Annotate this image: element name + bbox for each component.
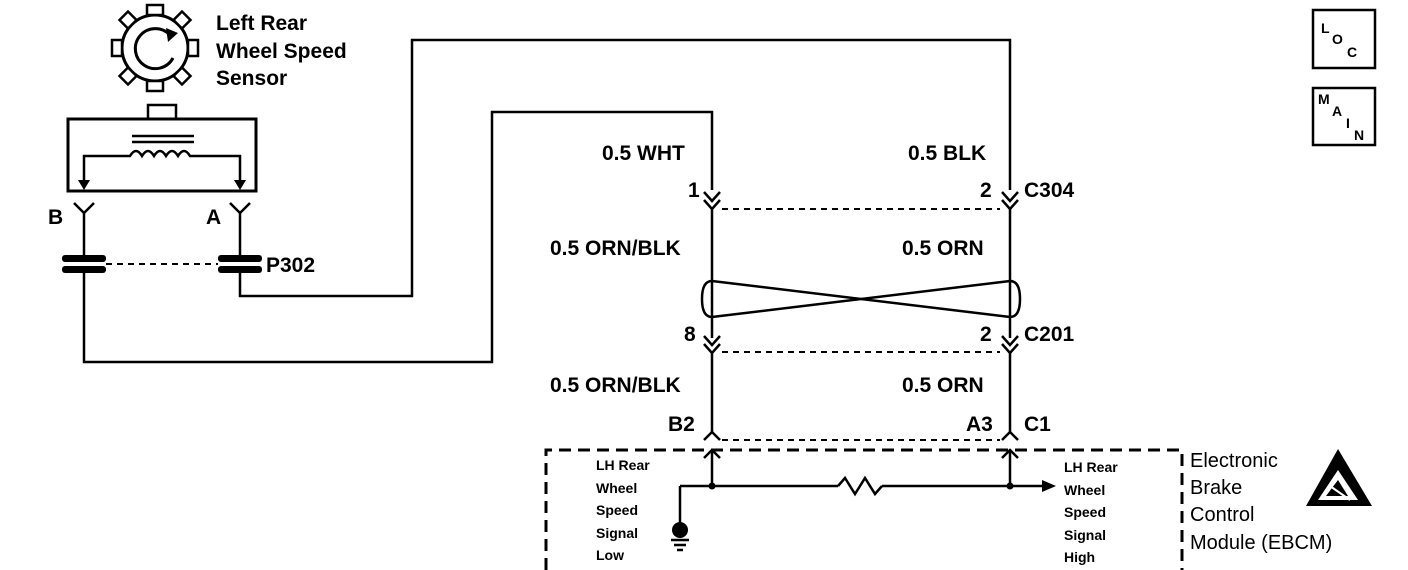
high-label-line1: LH Rear [1064, 459, 1118, 475]
wire-blk-upper [238, 38, 1012, 298]
high-label-line5: High [1064, 549, 1095, 565]
loc-button[interactable]: L O C [1311, 8, 1377, 70]
lower-left-wire-label: 0.5 ORN/BLK [550, 374, 681, 397]
p302-label: P302 [266, 254, 315, 277]
ebcm-title-line1: Electronic [1190, 450, 1278, 472]
sensor-title-line2: Wheel Speed [216, 40, 347, 63]
c201-connector [703, 335, 1019, 355]
main-letter-i: I [1346, 115, 1350, 131]
main-button[interactable]: M A I N [1311, 86, 1377, 147]
c201-left-pin: 8 [684, 323, 696, 346]
esd-warning-icon [1306, 449, 1372, 506]
c1-connector [703, 430, 1019, 486]
terminal-a-label: A [206, 206, 221, 229]
ground-icon [671, 522, 689, 552]
ebcm-right-pin: A3 [966, 413, 993, 436]
low-label-line2: Wheel [596, 480, 637, 496]
c304-left-pin: 1 [688, 179, 700, 202]
low-label-line3: Speed [596, 502, 638, 518]
lower-right-wire-label: 0.5 ORN [902, 374, 984, 397]
loc-letter-l: L [1321, 20, 1330, 36]
resistor-icon [837, 475, 883, 497]
ebcm-boundary [544, 448, 1184, 570]
c304-label: C304 [1024, 179, 1075, 202]
c304-connector [703, 191, 1019, 211]
p302-connector [62, 255, 262, 273]
arrow-right-icon [1042, 480, 1056, 492]
c201-right-pin: 2 [980, 323, 992, 346]
sensor-housing [66, 103, 258, 193]
ebcm-left-pin: B2 [668, 413, 695, 436]
low-label-line5: Low [596, 547, 624, 563]
loc-letter-c: C [1347, 44, 1357, 60]
terminal-b-label: B [48, 206, 63, 229]
twisted-left-wire-label: 0.5 ORN/BLK [550, 237, 681, 260]
c304-right-wire-label: 0.5 BLK [908, 142, 986, 165]
ebcm-title-line4: Module (EBCM) [1190, 532, 1332, 554]
low-label-line4: Signal [596, 525, 638, 541]
ebcm-title-line2: Brake [1190, 477, 1242, 499]
main-letter-a: A [1332, 103, 1342, 119]
main-letter-m: M [1318, 91, 1330, 107]
high-label-line3: Speed [1064, 504, 1106, 520]
c304-right-pin: 2 [980, 179, 992, 202]
main-letter-n: N [1354, 127, 1364, 143]
ebcm-internal-circuit [678, 475, 1056, 528]
high-label-line2: Wheel [1064, 482, 1105, 498]
loc-letter-o: O [1332, 31, 1343, 47]
ebcm-title-line3: Control [1190, 504, 1254, 526]
low-label-line1: LH Rear [596, 457, 650, 473]
twisted-right-wire-label: 0.5 ORN [902, 237, 984, 260]
wire-wht-upper [82, 110, 714, 364]
wheel-speed-sensor-icon [110, 3, 200, 93]
sensor-title-line3: Sensor [216, 67, 287, 90]
c1-label: C1 [1024, 413, 1051, 436]
c304-left-wire-label: 0.5 WHT [602, 142, 685, 165]
c201-label: C201 [1024, 323, 1075, 346]
twisted-pair-symbol [700, 279, 1022, 319]
sensor-title-line1: Left Rear [216, 12, 307, 35]
high-label-line4: Signal [1064, 527, 1106, 543]
